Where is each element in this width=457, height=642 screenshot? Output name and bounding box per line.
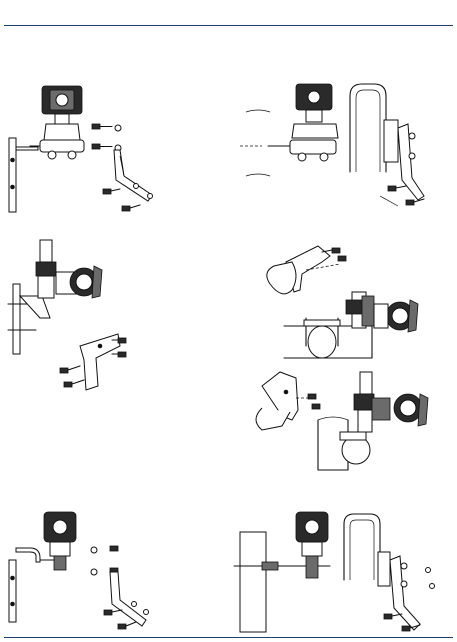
coplanar-flange xyxy=(44,124,80,140)
u-bolt xyxy=(267,262,296,294)
figure-inline-panel-mount xyxy=(8,240,126,390)
pipe-bracket xyxy=(378,552,390,586)
figure-inline-pipe-mount-vertical xyxy=(256,372,428,470)
figure-traditional-panel-mount xyxy=(9,512,149,629)
u-bolt xyxy=(344,514,380,580)
figure-traditional-pipe-mount xyxy=(234,512,435,632)
mounting-bracket xyxy=(16,147,38,150)
u-bolt xyxy=(350,84,386,172)
process-connection xyxy=(54,556,66,570)
angle-bracket xyxy=(114,150,152,201)
u-bolt xyxy=(256,408,290,430)
process-connection xyxy=(306,556,318,578)
pipe-outline xyxy=(246,174,270,176)
panel-plate xyxy=(13,284,20,354)
pipe-outline xyxy=(246,110,270,112)
angle-bracket xyxy=(110,572,146,626)
figure-coplanar-pipe-mount xyxy=(240,84,424,206)
process-port xyxy=(48,151,56,159)
manifold xyxy=(40,140,84,152)
vertical-pipe xyxy=(240,532,266,632)
pipe-bracket xyxy=(384,120,398,162)
manifold xyxy=(290,140,336,154)
l-bracket xyxy=(16,548,40,562)
sensor-module xyxy=(40,240,52,262)
loose-bracket xyxy=(80,334,120,390)
panel-plate xyxy=(9,138,16,212)
figure-coplanar-panel-mount xyxy=(9,86,153,212)
panel-plate xyxy=(9,560,16,622)
bolt-set xyxy=(92,124,121,151)
process-port xyxy=(68,151,76,159)
figure-inline-pipe-mount-horizontal xyxy=(267,246,418,358)
transmitter-neck xyxy=(55,114,69,124)
panel-bolt xyxy=(11,158,15,162)
housing-cover xyxy=(56,94,68,106)
coplanar-flange xyxy=(292,124,338,138)
bolt-set xyxy=(308,394,320,409)
bolt-set xyxy=(91,546,118,575)
panel-bolt xyxy=(11,185,15,189)
l-bracket xyxy=(20,296,50,318)
